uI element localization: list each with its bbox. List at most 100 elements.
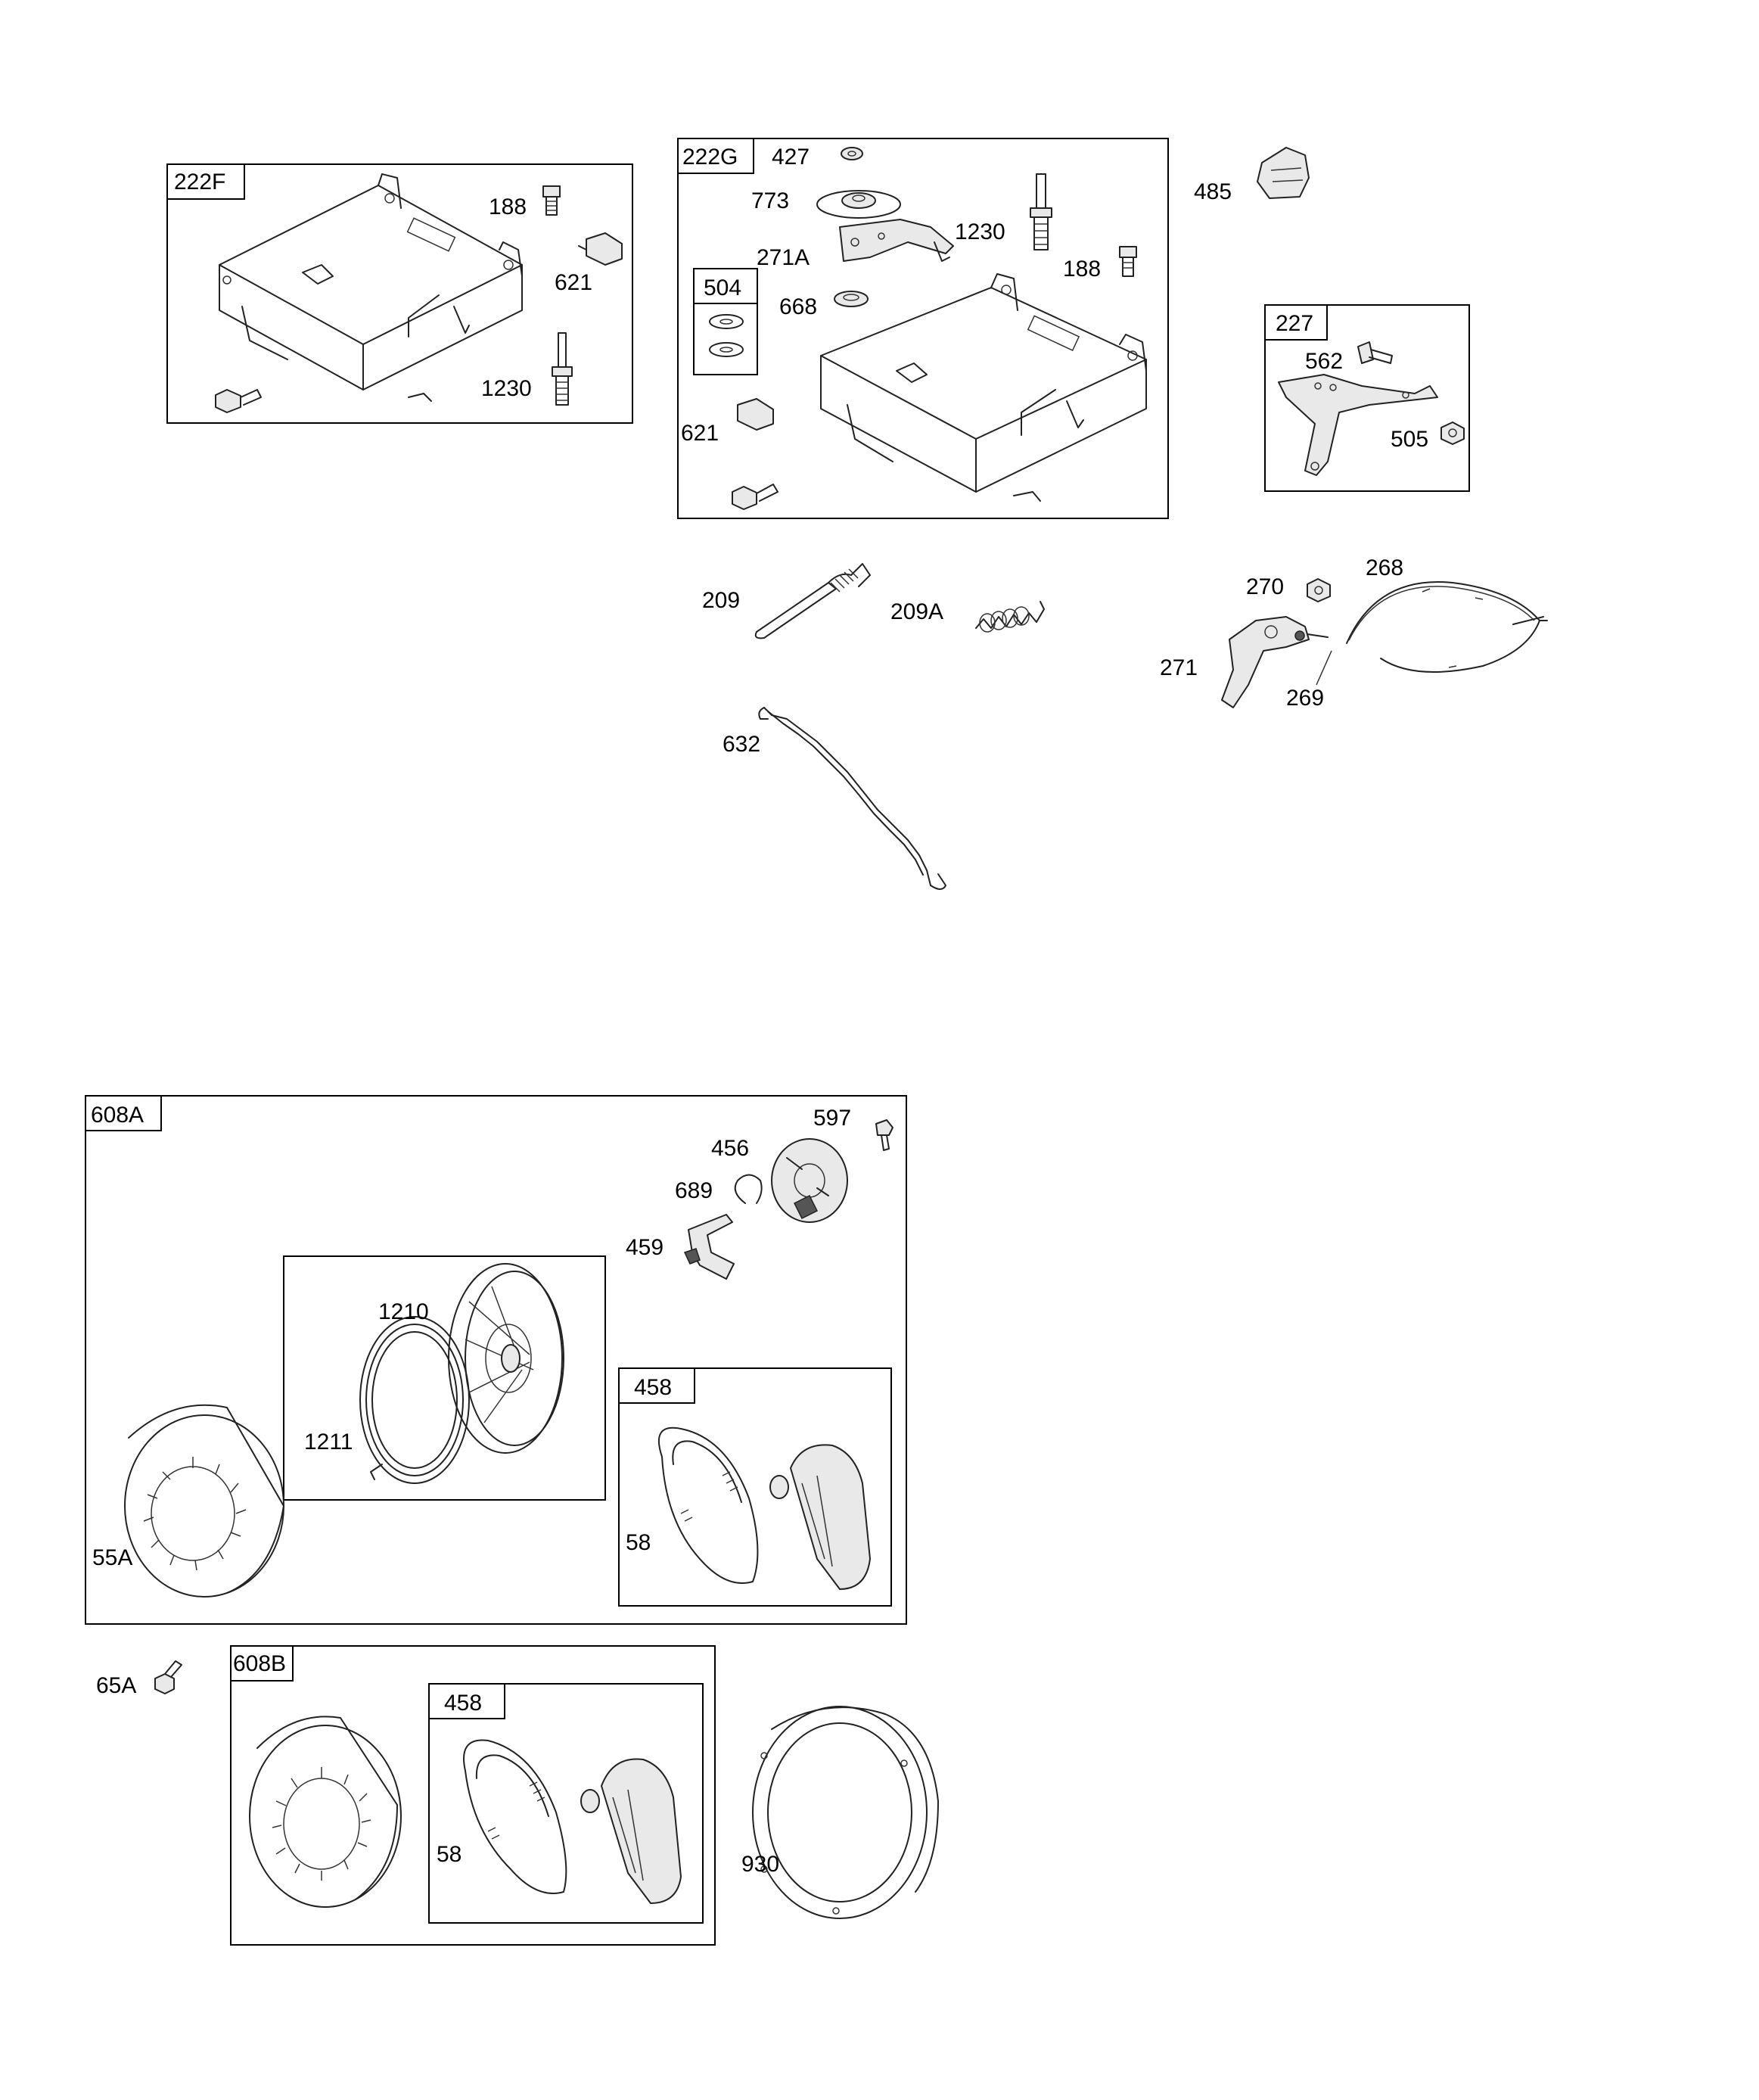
bolt-562 xyxy=(1357,341,1393,364)
callout-505: 505 xyxy=(1391,427,1428,452)
base-plate-222G xyxy=(820,273,1147,502)
group-222G-frame xyxy=(677,138,1169,519)
group-227-frame xyxy=(1264,304,1470,492)
group-458-b-label: 458 xyxy=(444,1691,482,1716)
spring-209A xyxy=(975,601,1045,633)
group-608A: 608A xyxy=(85,1095,907,1625)
nut-427 xyxy=(841,147,863,160)
callout-427: 427 xyxy=(772,145,810,170)
group-458-b-frame xyxy=(428,1683,704,1924)
group-608A-label: 608A xyxy=(91,1103,144,1128)
callout-58-b: 58 xyxy=(437,1842,462,1867)
group-504-label: 504 xyxy=(704,275,741,300)
callout-485: 485 xyxy=(1194,179,1232,204)
pawl-459 xyxy=(683,1214,735,1280)
callout-459: 459 xyxy=(626,1235,664,1260)
callout-269: 269 xyxy=(1286,686,1324,711)
washers-504 xyxy=(709,314,744,357)
bolt-222G-lower xyxy=(732,484,778,510)
block-485 xyxy=(1257,147,1310,199)
callout-188-b: 188 xyxy=(1063,257,1101,282)
spring-209 xyxy=(754,563,871,639)
group-504-tag xyxy=(693,268,758,304)
group-458-a-tag xyxy=(618,1367,695,1404)
callout-668: 668 xyxy=(779,294,817,319)
group-608B-label: 608B xyxy=(233,1651,286,1676)
callout-1230-a: 1230 xyxy=(481,376,532,401)
group-pulley-frame xyxy=(283,1255,606,1501)
callout-65A: 65A xyxy=(96,1673,136,1698)
handle-58-b xyxy=(580,1758,682,1904)
spring-1211 xyxy=(359,1316,470,1484)
callout-562: 562 xyxy=(1305,349,1343,374)
callout-58-a: 58 xyxy=(626,1530,651,1555)
callout-270: 270 xyxy=(1246,574,1284,599)
clip-621-b xyxy=(737,398,774,431)
callout-209: 209 xyxy=(702,588,740,613)
housing-55A xyxy=(124,1404,284,1598)
group-222G-label: 222G xyxy=(682,145,738,170)
callout-930: 930 xyxy=(741,1852,779,1877)
pulley-773 xyxy=(816,190,901,219)
group-608A-tag xyxy=(85,1095,162,1131)
callout-1210: 1210 xyxy=(378,1299,429,1324)
group-608B: 608B 458 58 xyxy=(230,1645,716,1946)
group-222G-tag xyxy=(677,138,754,174)
washer-668 xyxy=(834,291,869,307)
group-227: 227 562 505 xyxy=(1264,304,1470,492)
bolt-188-b xyxy=(1119,246,1137,277)
callout-271: 271 xyxy=(1160,655,1198,680)
rope-58-a xyxy=(658,1426,759,1584)
callout-456: 456 xyxy=(711,1136,749,1161)
bolt-188-a xyxy=(542,185,561,216)
lever-271 xyxy=(1221,616,1329,708)
callout-209A: 209A xyxy=(890,599,943,624)
callout-689: 689 xyxy=(675,1178,713,1203)
handle-58-a xyxy=(769,1444,871,1590)
screw-65A xyxy=(154,1660,182,1694)
callout-621-b: 621 xyxy=(681,421,719,446)
callout-597: 597 xyxy=(813,1106,851,1131)
stud-1230-a xyxy=(552,332,573,406)
spring-632 xyxy=(758,707,946,890)
screw-597 xyxy=(875,1119,893,1151)
lever-bracket xyxy=(1278,374,1438,476)
group-458-a-label: 458 xyxy=(634,1375,672,1400)
group-222F-frame xyxy=(166,163,633,424)
group-222F-tag xyxy=(166,163,245,200)
stud-1230-b xyxy=(1030,173,1052,250)
bracket-271A xyxy=(839,219,954,262)
callout-1211: 1211 xyxy=(304,1430,353,1454)
callout-271A: 271A xyxy=(757,245,810,270)
ring-689 xyxy=(734,1174,763,1204)
group-608B-tag xyxy=(230,1645,294,1682)
bolt-222F-lower xyxy=(215,389,262,413)
callout-188-a: 188 xyxy=(489,194,527,219)
callout-1230-b: 1230 xyxy=(955,219,1005,244)
group-227-tag xyxy=(1264,304,1328,341)
callout-773: 773 xyxy=(751,188,789,213)
nut-505 xyxy=(1440,422,1465,445)
callout-55A: 55A xyxy=(92,1545,132,1570)
group-458-a-frame xyxy=(618,1367,892,1607)
leader-269 xyxy=(1316,650,1332,686)
group-608B-frame xyxy=(230,1645,716,1946)
group-458-b-tag xyxy=(428,1683,505,1719)
group-222F-label: 222F xyxy=(174,170,225,194)
clip-621-a xyxy=(578,232,623,266)
group-222G: 222G 504 xyxy=(677,138,1169,519)
cable-268 xyxy=(1346,581,1548,673)
housing-608B xyxy=(249,1716,402,1908)
base-plate-222F xyxy=(219,173,523,402)
callout-621-a: 621 xyxy=(555,270,592,295)
callout-632: 632 xyxy=(723,732,760,757)
group-227-label: 227 xyxy=(1276,311,1313,336)
rope-58-b xyxy=(463,1739,567,1894)
shroud-930 xyxy=(752,1706,939,1919)
nut-270 xyxy=(1307,578,1331,602)
cam-456 xyxy=(771,1138,848,1223)
group-222F: 222F xyxy=(166,163,633,424)
callout-268: 268 xyxy=(1366,555,1403,580)
pulley-1210 xyxy=(448,1263,564,1454)
